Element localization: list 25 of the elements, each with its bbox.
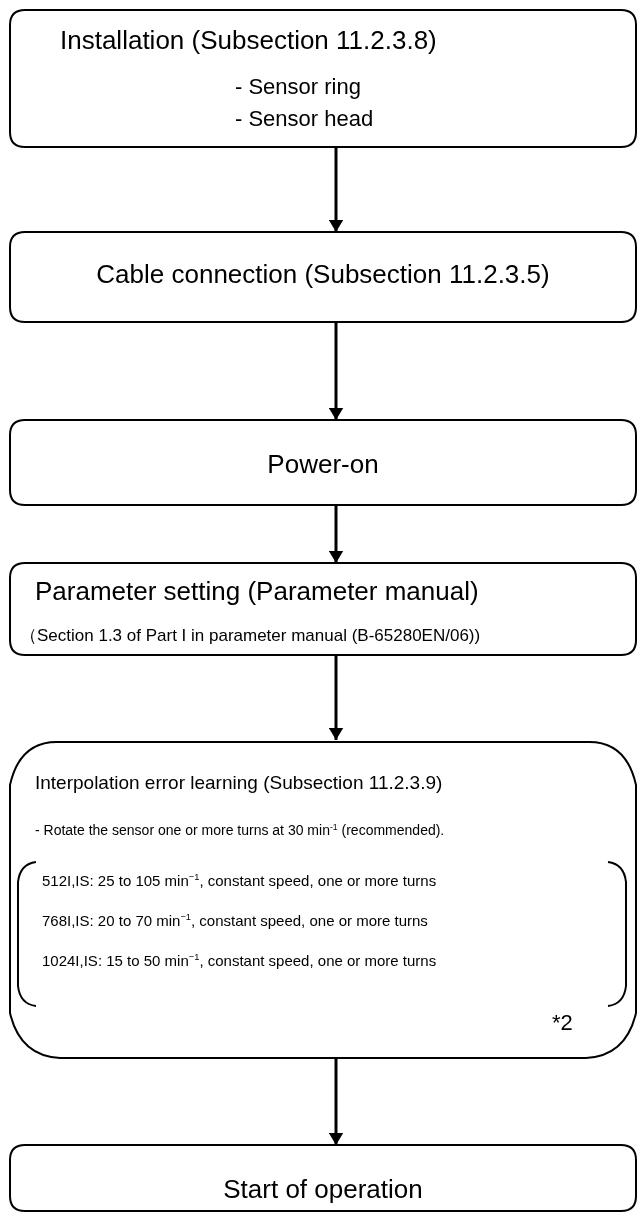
process-box <box>10 563 636 655</box>
step-text: 1024I,IS: 15 to 50 min$^{−1}$, constant speed, one or more turns <box>42 952 437 970</box>
process-box <box>10 420 636 505</box>
step-text: *2 <box>552 1010 573 1036</box>
step-text: 768I,IS: 20 to 70 min$^{−1}$, constant speed, one or more turns <box>42 912 428 930</box>
process-box <box>10 740 636 1058</box>
step-text: （Section 1.3 of Part I in parameter manual (B-65280EN/06)) <box>20 626 481 646</box>
step-text: - Rotate the sensor one or more turns at 30 min$^{-1}$ (recommended). <box>35 822 445 839</box>
step-heading: Cable connection (Subsection 11.2.3.5) <box>95 260 551 290</box>
step-text: - Sensor head <box>235 106 374 132</box>
step-text: - Sensor ring <box>235 74 361 100</box>
arrow <box>328 1058 344 1145</box>
process-box <box>10 232 636 322</box>
step-heading: Interpolation error learning (Subsection 11.2.3.9) <box>35 772 443 794</box>
process-box <box>10 10 636 147</box>
process-box <box>10 1145 636 1211</box>
step-heading: Installation (Subsection 11.2.3.8) <box>60 26 437 56</box>
arrow <box>328 147 344 232</box>
arrow <box>328 322 344 420</box>
step-text: 512I,IS: 25 to 105 min$^{−1}$, constant speed, one or more turns <box>42 872 437 890</box>
arrow <box>328 505 344 563</box>
arrow <box>328 655 344 740</box>
step-heading: Start of operation <box>222 1175 424 1205</box>
step-heading: Parameter setting (Parameter manual) <box>35 577 479 607</box>
step-heading: Power-on <box>266 450 380 480</box>
